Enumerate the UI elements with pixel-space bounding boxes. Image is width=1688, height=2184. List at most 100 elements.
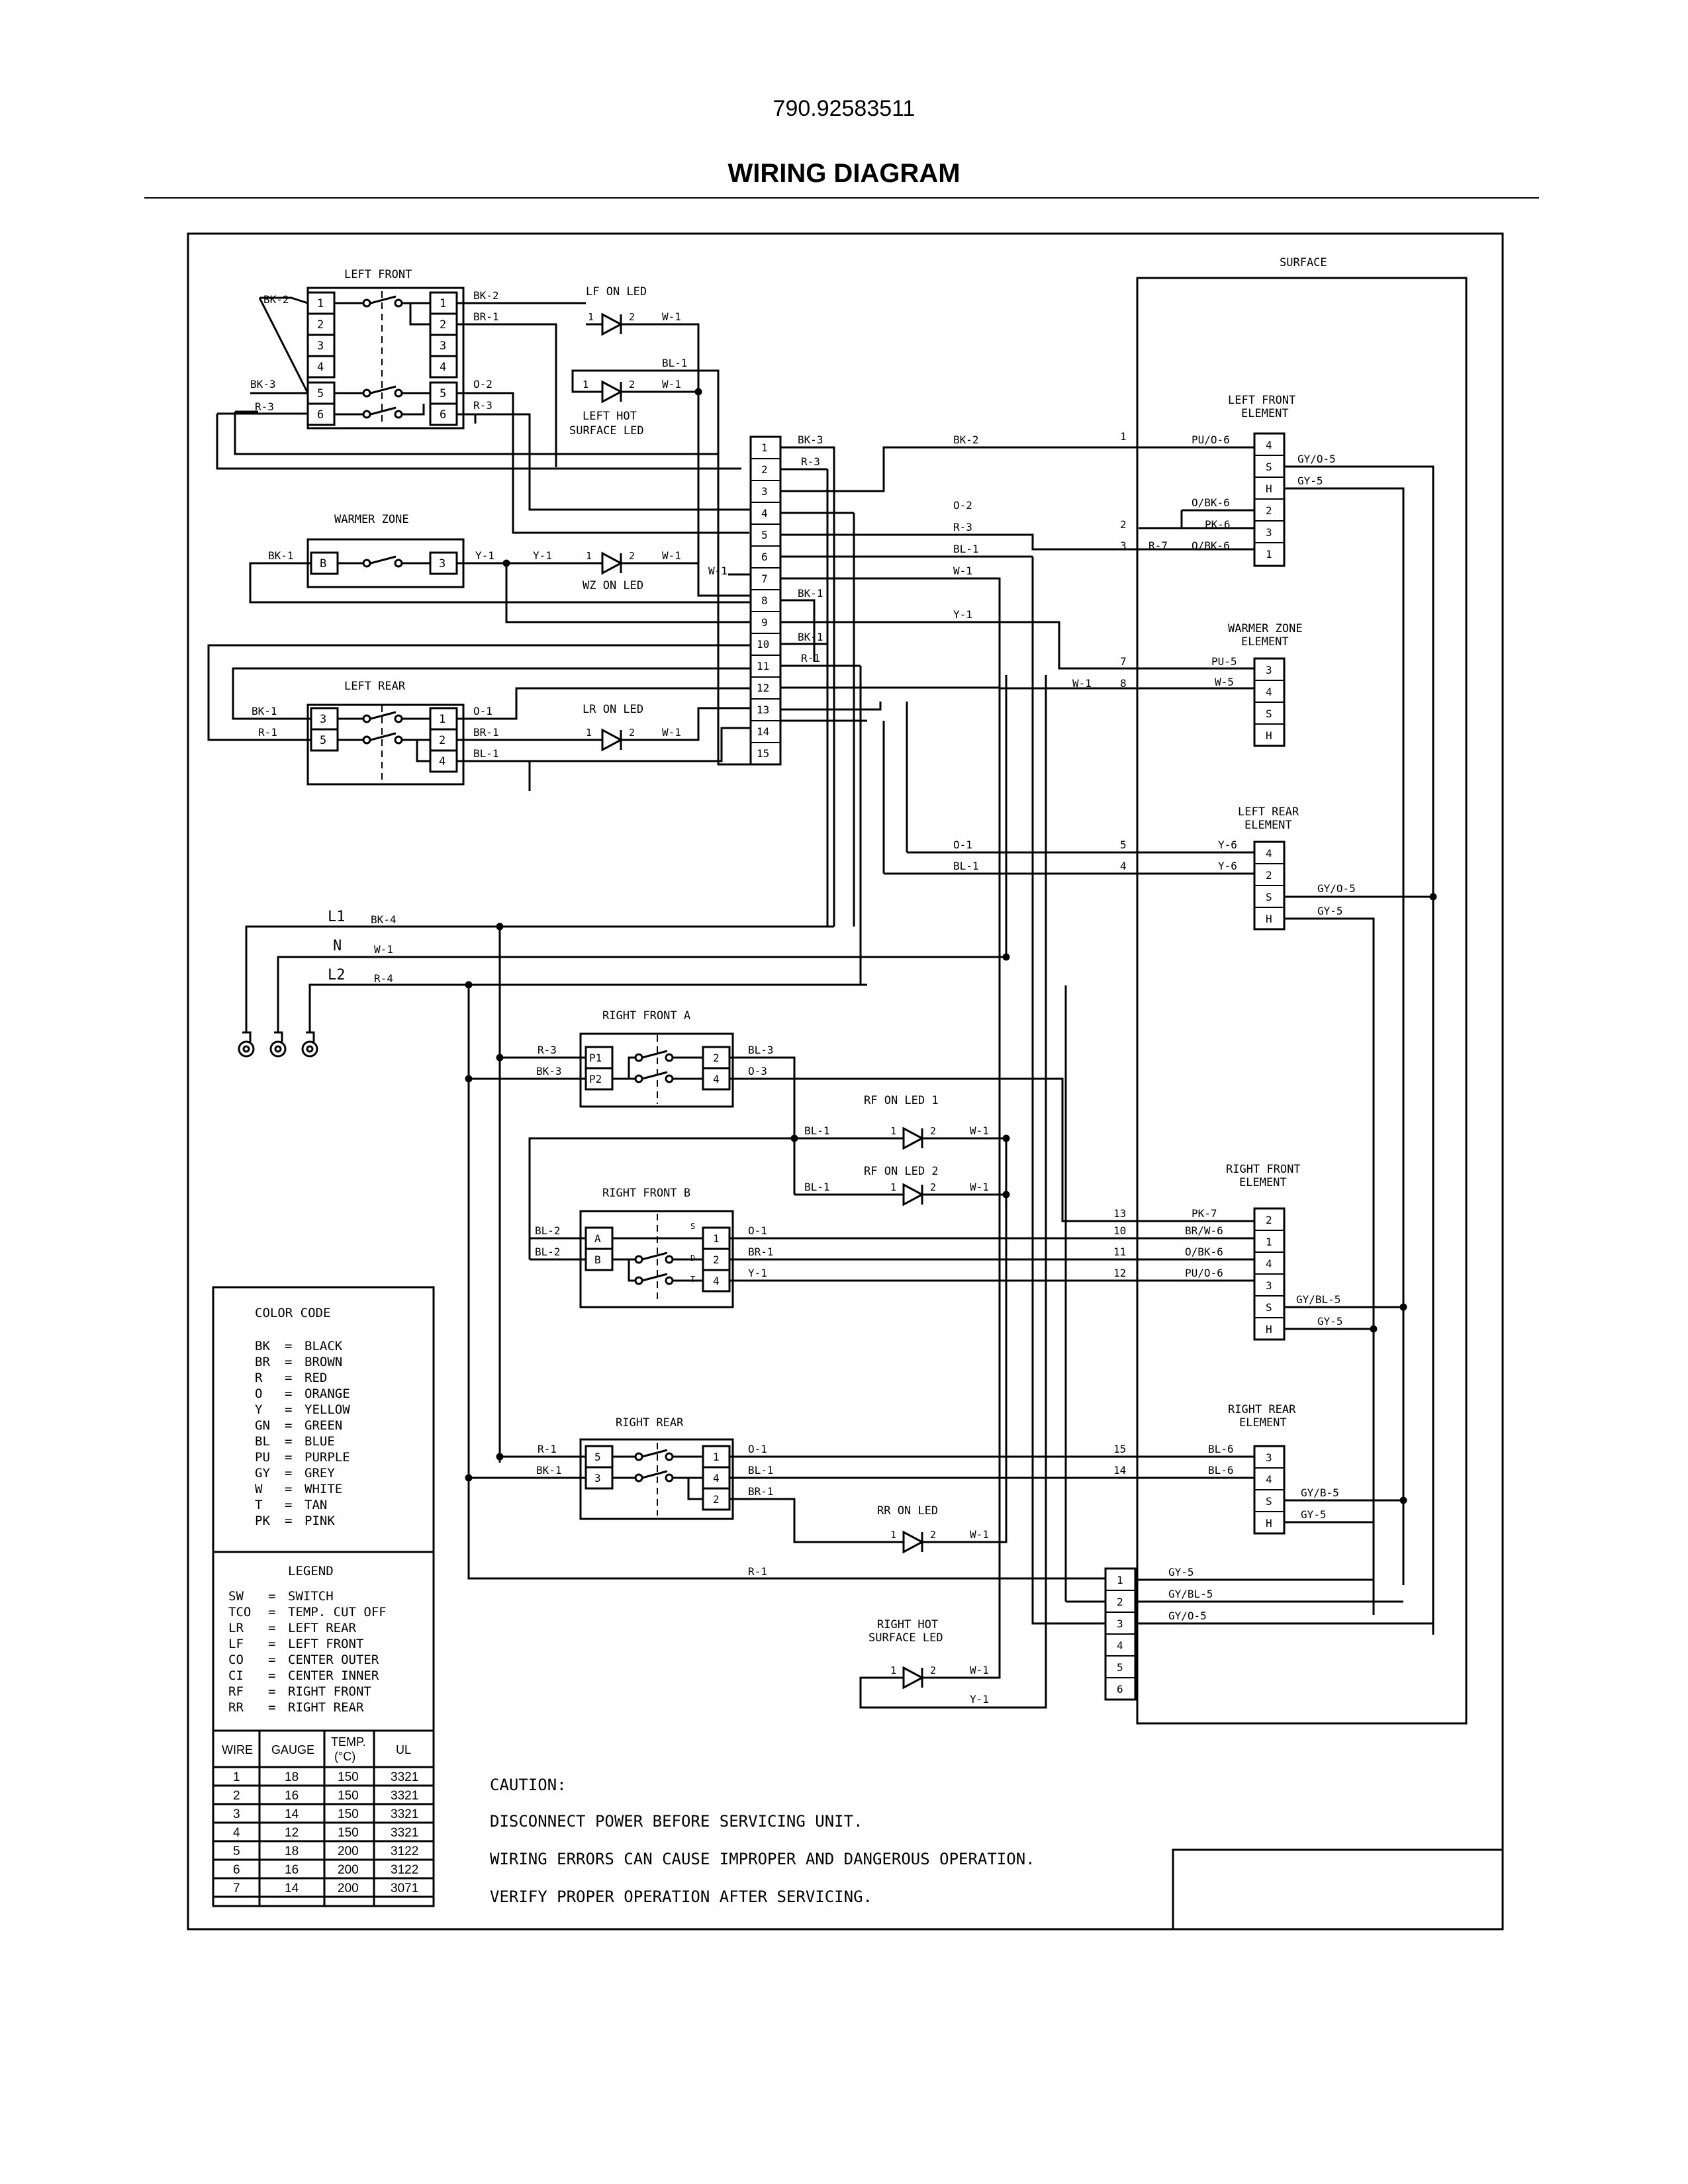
lre-t4: 4 xyxy=(1266,847,1272,860)
bb-w-gy5: GY-5 xyxy=(1168,1566,1194,1578)
mid-n2: 2 xyxy=(1120,518,1127,531)
rre-w-bl6-a: BL-6 xyxy=(1208,1443,1234,1455)
cc-7a: PU xyxy=(255,1450,270,1465)
lf-rt-3: 3 xyxy=(440,340,446,353)
lfe-w-obk6-a: O/BK-6 xyxy=(1192,496,1230,509)
rfe-n11: 11 xyxy=(1113,1246,1126,1258)
cc-10c: TAN xyxy=(305,1498,327,1512)
lr-led-wire: W-1 xyxy=(662,726,681,739)
mid-n3: 3 xyxy=(1120,539,1127,552)
rr-w-bk1: BK-1 xyxy=(536,1464,562,1477)
lr-led-pin2: 2 xyxy=(629,727,635,739)
lr-wire-bk1: BK-1 xyxy=(252,705,277,717)
rfb-lt-a: A xyxy=(594,1232,601,1245)
mid-o1: O-1 xyxy=(953,839,972,851)
cc-0a: BK xyxy=(255,1339,270,1353)
tb-8: 8 xyxy=(761,594,768,607)
rhs-w-w1: W-1 xyxy=(970,1664,989,1676)
rfb-rt-2: 2 xyxy=(713,1253,720,1266)
rfa-rt-4: 4 xyxy=(713,1073,720,1085)
rfe-label-2: ELEMENT xyxy=(1239,1176,1287,1189)
wz-led-label: WZ ON LED xyxy=(583,579,643,592)
left-rear-terms: 3 5 1 2 4 xyxy=(320,713,445,768)
rre-label-2: ELEMENT xyxy=(1239,1416,1287,1430)
lre-w-gy5: GY-5 xyxy=(1317,905,1343,917)
wze-t4: 4 xyxy=(1266,686,1272,698)
title-rule xyxy=(144,197,1539,199)
mid-wire-labels: BK-2 O-2 R-3 BL-1 W-1 Y-1 W-1 O-1 BL-1 1… xyxy=(953,430,1127,872)
rfa-w-o3: O-3 xyxy=(748,1065,767,1077)
tb-13: 13 xyxy=(757,704,769,716)
lfe-t2: 2 xyxy=(1266,504,1272,517)
caution-line-2: WIRING ERRORS CAN CAUSE IMPROPER AND DAN… xyxy=(490,1850,1035,1868)
lf-rt-1: 1 xyxy=(440,297,446,310)
lr-wire-bl1: BL-1 xyxy=(473,747,499,760)
mid-bk2: BK-2 xyxy=(953,433,979,446)
wz-led-icon xyxy=(586,551,700,575)
legend-entries: SW=SWITCH TCO=TEMP. CUT OFF LR=LEFT REAR… xyxy=(228,1589,387,1715)
cc-2b: = xyxy=(285,1371,292,1385)
cc-4c: YELLOW xyxy=(305,1402,350,1417)
rfe-t1: 1 xyxy=(1266,1236,1272,1248)
lfe-t1: 1 xyxy=(1266,548,1272,561)
bb-w-gybl5: GY/BL-5 xyxy=(1168,1588,1213,1600)
mid-n7: 7 xyxy=(1120,655,1127,668)
terminal-block-numbers: 1 2 3 4 5 6 7 8 9 10 11 12 13 14 15 xyxy=(757,441,769,760)
lf-lt-4: 4 xyxy=(317,361,324,374)
wz-led-pin1: 1 xyxy=(586,550,592,562)
rre-t3: 3 xyxy=(1266,1451,1272,1464)
rhs-led-icon xyxy=(887,688,1001,1690)
rfe-n13: 13 xyxy=(1113,1207,1126,1220)
caution-line-1: DISCONNECT POWER BEFORE SERVICING UNIT. xyxy=(490,1812,863,1831)
wt-r6-3: 3071 xyxy=(391,1882,418,1895)
cc-0c: BLACK xyxy=(305,1339,343,1353)
wz-led-pin2: 2 xyxy=(629,550,635,562)
bb-2: 2 xyxy=(1117,1596,1123,1608)
cc-3a: O xyxy=(255,1387,262,1401)
tb-6: 6 xyxy=(761,551,768,563)
wt-h-wire: WIRE xyxy=(222,1743,253,1756)
tb-7: 7 xyxy=(761,572,768,585)
rr-led-pin1: 1 xyxy=(890,1529,896,1541)
tb-wire-bk1-a: BK-1 xyxy=(798,587,823,600)
tb-3: 3 xyxy=(761,485,768,498)
mid-n4: 4 xyxy=(1120,860,1127,872)
lf-wire-br1-out: BR-1 xyxy=(473,310,499,323)
mid-y1: Y-1 xyxy=(953,608,972,621)
lg-4a: CO xyxy=(228,1653,244,1667)
cc-5a: GN xyxy=(255,1418,270,1433)
wz-led-wire: W-1 xyxy=(662,549,681,562)
mid-n5: 5 xyxy=(1120,839,1127,851)
lf-lt-5: 5 xyxy=(317,387,324,400)
lr-rt-1: 1 xyxy=(439,713,445,726)
lfe-w-obk6-b: O/BK-6 xyxy=(1192,539,1230,552)
wz-wire-y1-b: Y-1 xyxy=(533,549,552,562)
lf-led-wire: W-1 xyxy=(662,310,681,323)
rfe-w-pk7: PK-7 xyxy=(1192,1207,1217,1220)
lf-led-pin2: 2 xyxy=(629,311,635,323)
wt-r4-0: 5 xyxy=(233,1844,240,1858)
cc-0b: = xyxy=(285,1339,292,1353)
lfe-label-1: LEFT FRONT xyxy=(1228,394,1295,407)
lg-3a: LF xyxy=(228,1637,244,1651)
lfe-ts: S xyxy=(1266,461,1272,473)
tb-5: 5 xyxy=(761,529,768,541)
lhs-led-pin2: 2 xyxy=(629,379,635,390)
lf-rt-2: 2 xyxy=(440,318,446,332)
title-block-box xyxy=(1172,1848,1504,1931)
wt-r0-3: 3321 xyxy=(391,1770,418,1784)
rfe-w-brw6: BR/W-6 xyxy=(1185,1224,1223,1237)
rfb-w-bl2-b: BL-2 xyxy=(535,1246,561,1258)
lg-0c: SWITCH xyxy=(288,1589,334,1604)
lhs-led-icon xyxy=(586,380,698,404)
lfe-label-2: ELEMENT xyxy=(1241,407,1289,420)
cc-7c: PURPLE xyxy=(305,1450,350,1465)
cc-1b: = xyxy=(285,1355,292,1369)
rhs-led-pin2: 2 xyxy=(930,1664,936,1676)
lre-w-y6-b: Y-6 xyxy=(1218,860,1237,872)
rfe-t3: 3 xyxy=(1266,1279,1272,1292)
rre-t4: 4 xyxy=(1266,1473,1272,1486)
wt-r2-0: 3 xyxy=(233,1807,240,1821)
left-front-label: LEFT FRONT xyxy=(344,268,412,281)
